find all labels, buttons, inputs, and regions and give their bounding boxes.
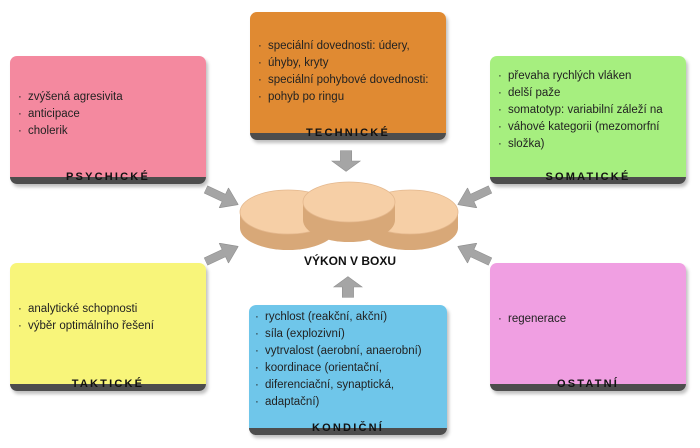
list-item: regenerace bbox=[498, 311, 682, 328]
coin-center bbox=[302, 181, 396, 242]
list-item: delší paže bbox=[498, 85, 684, 102]
list-item: výběr optimálního řešení bbox=[18, 318, 202, 335]
box-technicke-items: speciální dovednosti: údery, úhyby, kryt… bbox=[258, 38, 442, 106]
box-ostatni-title: OSTATNÍ bbox=[556, 378, 620, 390]
box-somaticke-title-band bbox=[490, 167, 686, 177]
box-kondicni-title-bar: KONDIČNÍ bbox=[249, 418, 447, 435]
box-somaticke: převaha rychlých vláken delší paže somat… bbox=[490, 56, 686, 184]
list-item: pohyb po ringu bbox=[258, 89, 442, 106]
box-ostatni-items: regenerace bbox=[498, 311, 682, 328]
list-item: úhyby, kryty bbox=[258, 55, 442, 72]
box-kondicni: rychlost (reakční, akční) síla (exploziv… bbox=[249, 305, 447, 435]
box-takticke-title: TAKTICKÉ bbox=[71, 378, 145, 390]
box-takticke-items: analytické schopnosti výběr optimálního … bbox=[18, 301, 202, 335]
box-kondicni-title-band bbox=[249, 418, 447, 428]
box-takticke-title-bar: TAKTICKÉ bbox=[10, 374, 206, 391]
box-psychicke-title-bar: PSYCHICKÉ bbox=[10, 167, 206, 184]
arrow-down-icon bbox=[331, 150, 362, 172]
list-item: složka) bbox=[498, 136, 684, 153]
list-item: váhové kategorii (mezomorfní bbox=[498, 119, 684, 136]
list-item: adaptační) bbox=[255, 394, 445, 411]
list-item: síla (explozivní) bbox=[255, 326, 445, 343]
box-technicke: speciální dovednosti: údery, úhyby, kryt… bbox=[250, 12, 446, 140]
arrow-down-right-icon bbox=[203, 185, 239, 209]
box-somaticke-title-bar: SOMATICKÉ bbox=[490, 167, 686, 184]
box-takticke-title-band bbox=[10, 374, 206, 384]
list-item: cholerik bbox=[18, 123, 202, 140]
box-ostatni: regenerace OSTATNÍ bbox=[490, 263, 686, 391]
list-item: diferenciační, synaptická, bbox=[255, 377, 445, 394]
box-psychicke: zvýšená agresivita anticipace cholerik P… bbox=[10, 56, 206, 184]
box-technicke-title: TECHNICKÉ bbox=[306, 127, 390, 139]
arrow-up-left-icon bbox=[457, 242, 493, 266]
box-kondicni-title: KONDIČNÍ bbox=[312, 422, 384, 434]
box-technicke-title-band bbox=[250, 123, 446, 133]
list-item: koordinace (orientační, bbox=[255, 360, 445, 377]
list-item: rychlost (reakční, akční) bbox=[255, 309, 445, 326]
arrow-down-left-icon bbox=[457, 185, 493, 209]
list-item: analytické schopnosti bbox=[18, 301, 202, 318]
box-somaticke-items: převaha rychlých vláken delší paže somat… bbox=[498, 68, 684, 153]
box-ostatni-title-bar: OSTATNÍ bbox=[490, 374, 686, 391]
center-label: VÝKON V BOXU bbox=[303, 254, 396, 268]
list-item: vytrvalost (aerobní, anaerobní) bbox=[255, 343, 445, 360]
box-technicke-title-bar: TECHNICKÉ bbox=[250, 123, 446, 140]
list-item: zvýšená agresivita bbox=[18, 89, 202, 106]
list-item: speciální pohybové dovednosti: bbox=[258, 72, 442, 89]
box-ostatni-title-band bbox=[490, 374, 686, 384]
list-item: somatotyp: variabilní záleží na bbox=[498, 102, 684, 119]
list-item: speciální dovednosti: údery, bbox=[258, 38, 442, 55]
list-item: převaha rychlých vláken bbox=[498, 68, 684, 85]
box-psychicke-title-band bbox=[10, 167, 206, 177]
box-psychicke-title: PSYCHICKÉ bbox=[66, 171, 150, 183]
box-kondicni-items: rychlost (reakční, akční) síla (exploziv… bbox=[255, 309, 445, 411]
box-takticke: analytické schopnosti výběr optimálního … bbox=[10, 263, 206, 391]
box-psychicke-items: zvýšená agresivita anticipace cholerik bbox=[18, 89, 202, 140]
arrow-up-icon bbox=[332, 276, 363, 298]
coins-stack-icon bbox=[239, 181, 459, 250]
box-somaticke-title: SOMATICKÉ bbox=[545, 171, 631, 183]
arrow-up-right-icon bbox=[203, 242, 239, 266]
list-item: anticipace bbox=[18, 106, 202, 123]
